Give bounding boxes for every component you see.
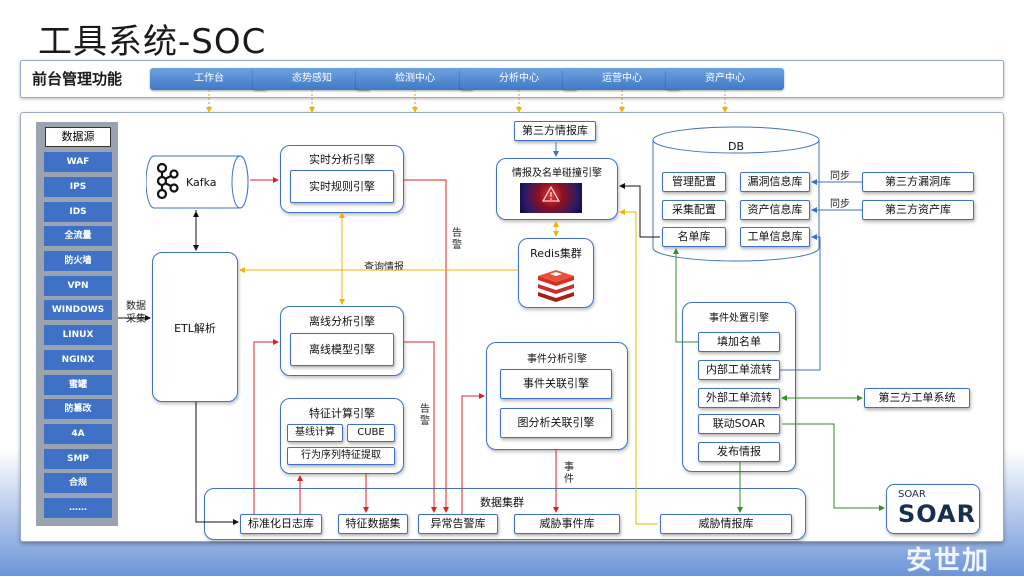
intel-engine-title: 情报及名单碰撞引擎 — [512, 168, 602, 179]
datasource-item: 全流量 — [44, 226, 112, 246]
datasource-item: WINDOWS — [44, 300, 112, 320]
store-feature: 特征数据集 — [338, 514, 408, 534]
db-mgmt-config: 管理配置 — [662, 172, 726, 192]
kafka-icon — [156, 162, 179, 200]
page-title: 工具系统-SOC — [38, 22, 267, 62]
nav-detection-button[interactable]: 检测中心 — [356, 68, 474, 90]
warning-icon — [542, 186, 560, 202]
datasource-item: VPN — [44, 276, 112, 296]
datasource-item: 蜜罐 — [44, 375, 112, 395]
datasource-item: 防火墙 — [44, 251, 112, 271]
collect-label: 数据 采集 — [126, 301, 146, 325]
thirdparty-intel-box: 第三方情报库 — [514, 121, 596, 141]
store-log: 标准化日志库 — [240, 514, 322, 534]
db-vuln-store: 漏洞信息库 — [740, 172, 810, 192]
kafka-cylinder — [146, 155, 249, 209]
thirdparty-ticket-box: 第三方工单系统 — [864, 388, 970, 408]
redis-label: Redis集群 — [530, 247, 582, 260]
event-label: 事 件 — [564, 462, 574, 485]
datasource-item: NGINX — [44, 350, 112, 370]
datasource-item: 合规 — [44, 473, 112, 493]
feature-baseline: 基线计算 — [287, 424, 343, 442]
store-intel: 威胁情报库 — [660, 514, 792, 534]
datasource-item: SMP — [44, 449, 112, 469]
datasource-item: 防篡改 — [44, 399, 112, 419]
feature-cube: CUBE — [347, 424, 395, 442]
etl-box — [152, 252, 238, 402]
store-event: 威胁事件库 — [514, 514, 620, 534]
nav-workbench-button[interactable]: 工作台 — [150, 68, 268, 90]
alert-label-2: 告 警 — [420, 404, 430, 427]
datasource-item: LINUX — [44, 325, 112, 345]
etl-label: ETL解析 — [174, 322, 216, 335]
front-management-label: 前台管理功能 — [32, 70, 123, 88]
datasource-item: …… — [44, 498, 112, 518]
feature-sequence: 行为序列特征提取 — [287, 447, 395, 465]
store-alert: 异常告警库 — [418, 514, 498, 534]
nav-situation-button[interactable]: 态势感知 — [253, 68, 371, 90]
dispose-engine-title: 事件处置引擎 — [709, 313, 769, 324]
feature-engine-title: 特征计算引擎 — [309, 407, 375, 420]
offline-engine-title: 离线分析引擎 — [309, 315, 375, 328]
db-asset-store: 资产信息库 — [740, 200, 810, 220]
thirdparty-vuln-box: 第三方漏洞库 — [862, 172, 974, 192]
dispose-outer-ticket: 外部工单流转 — [698, 388, 780, 408]
db-collect-config: 采集配置 — [662, 200, 726, 220]
sync-label-1: 同步 — [830, 171, 850, 182]
alert-label-1: 告 警 — [452, 228, 462, 251]
realtime-engine-title: 实时分析引擎 — [309, 153, 375, 166]
sync-label-2: 同步 — [830, 199, 850, 210]
datasource-item: IPS — [44, 177, 112, 197]
dispose-inner-ticket: 内部工单流转 — [698, 360, 780, 380]
soar-small-label: SOAR — [898, 489, 926, 500]
redis-icon — [538, 270, 574, 302]
soar-logo: SOAR — [898, 500, 977, 528]
dispose-add-list: 填加名单 — [698, 332, 780, 352]
db-list-store: 名单库 — [662, 227, 726, 247]
db-label: DB — [727, 140, 745, 153]
datasource-item: IDS — [44, 202, 112, 222]
query-intel-label: 查询情报 — [364, 262, 404, 273]
kafka-label: Kafka — [186, 176, 217, 189]
watermark-logo: 安世加 — [906, 546, 991, 576]
soar-box — [886, 484, 980, 534]
db-ticket-store: 工单信息库 — [740, 227, 810, 247]
event-correlation-engine: 事件关联引擎 — [500, 369, 612, 399]
event-engine-title: 事件分析引擎 — [527, 354, 587, 365]
datasource-item: 4A — [44, 424, 112, 444]
dispose-soar: 联动SOAR — [698, 414, 780, 434]
realtime-rule-engine: 实时规则引擎 — [290, 170, 394, 203]
datasource-title: 数据源 — [45, 127, 111, 147]
nav-asset-button[interactable]: 资产中心 — [666, 68, 784, 90]
dispose-publish: 发布情报 — [698, 442, 780, 462]
data-cluster-title: 数据集群 — [480, 496, 524, 509]
nav-analysis-button[interactable]: 分析中心 — [460, 68, 578, 90]
offline-model-engine: 离线模型引擎 — [290, 333, 394, 366]
datasource-item: WAF — [44, 152, 112, 172]
thirdparty-asset-box: 第三方资产库 — [862, 200, 974, 220]
graph-analysis-engine: 图分析关联引擎 — [500, 408, 612, 438]
nav-operation-button[interactable]: 运营中心 — [563, 68, 681, 90]
